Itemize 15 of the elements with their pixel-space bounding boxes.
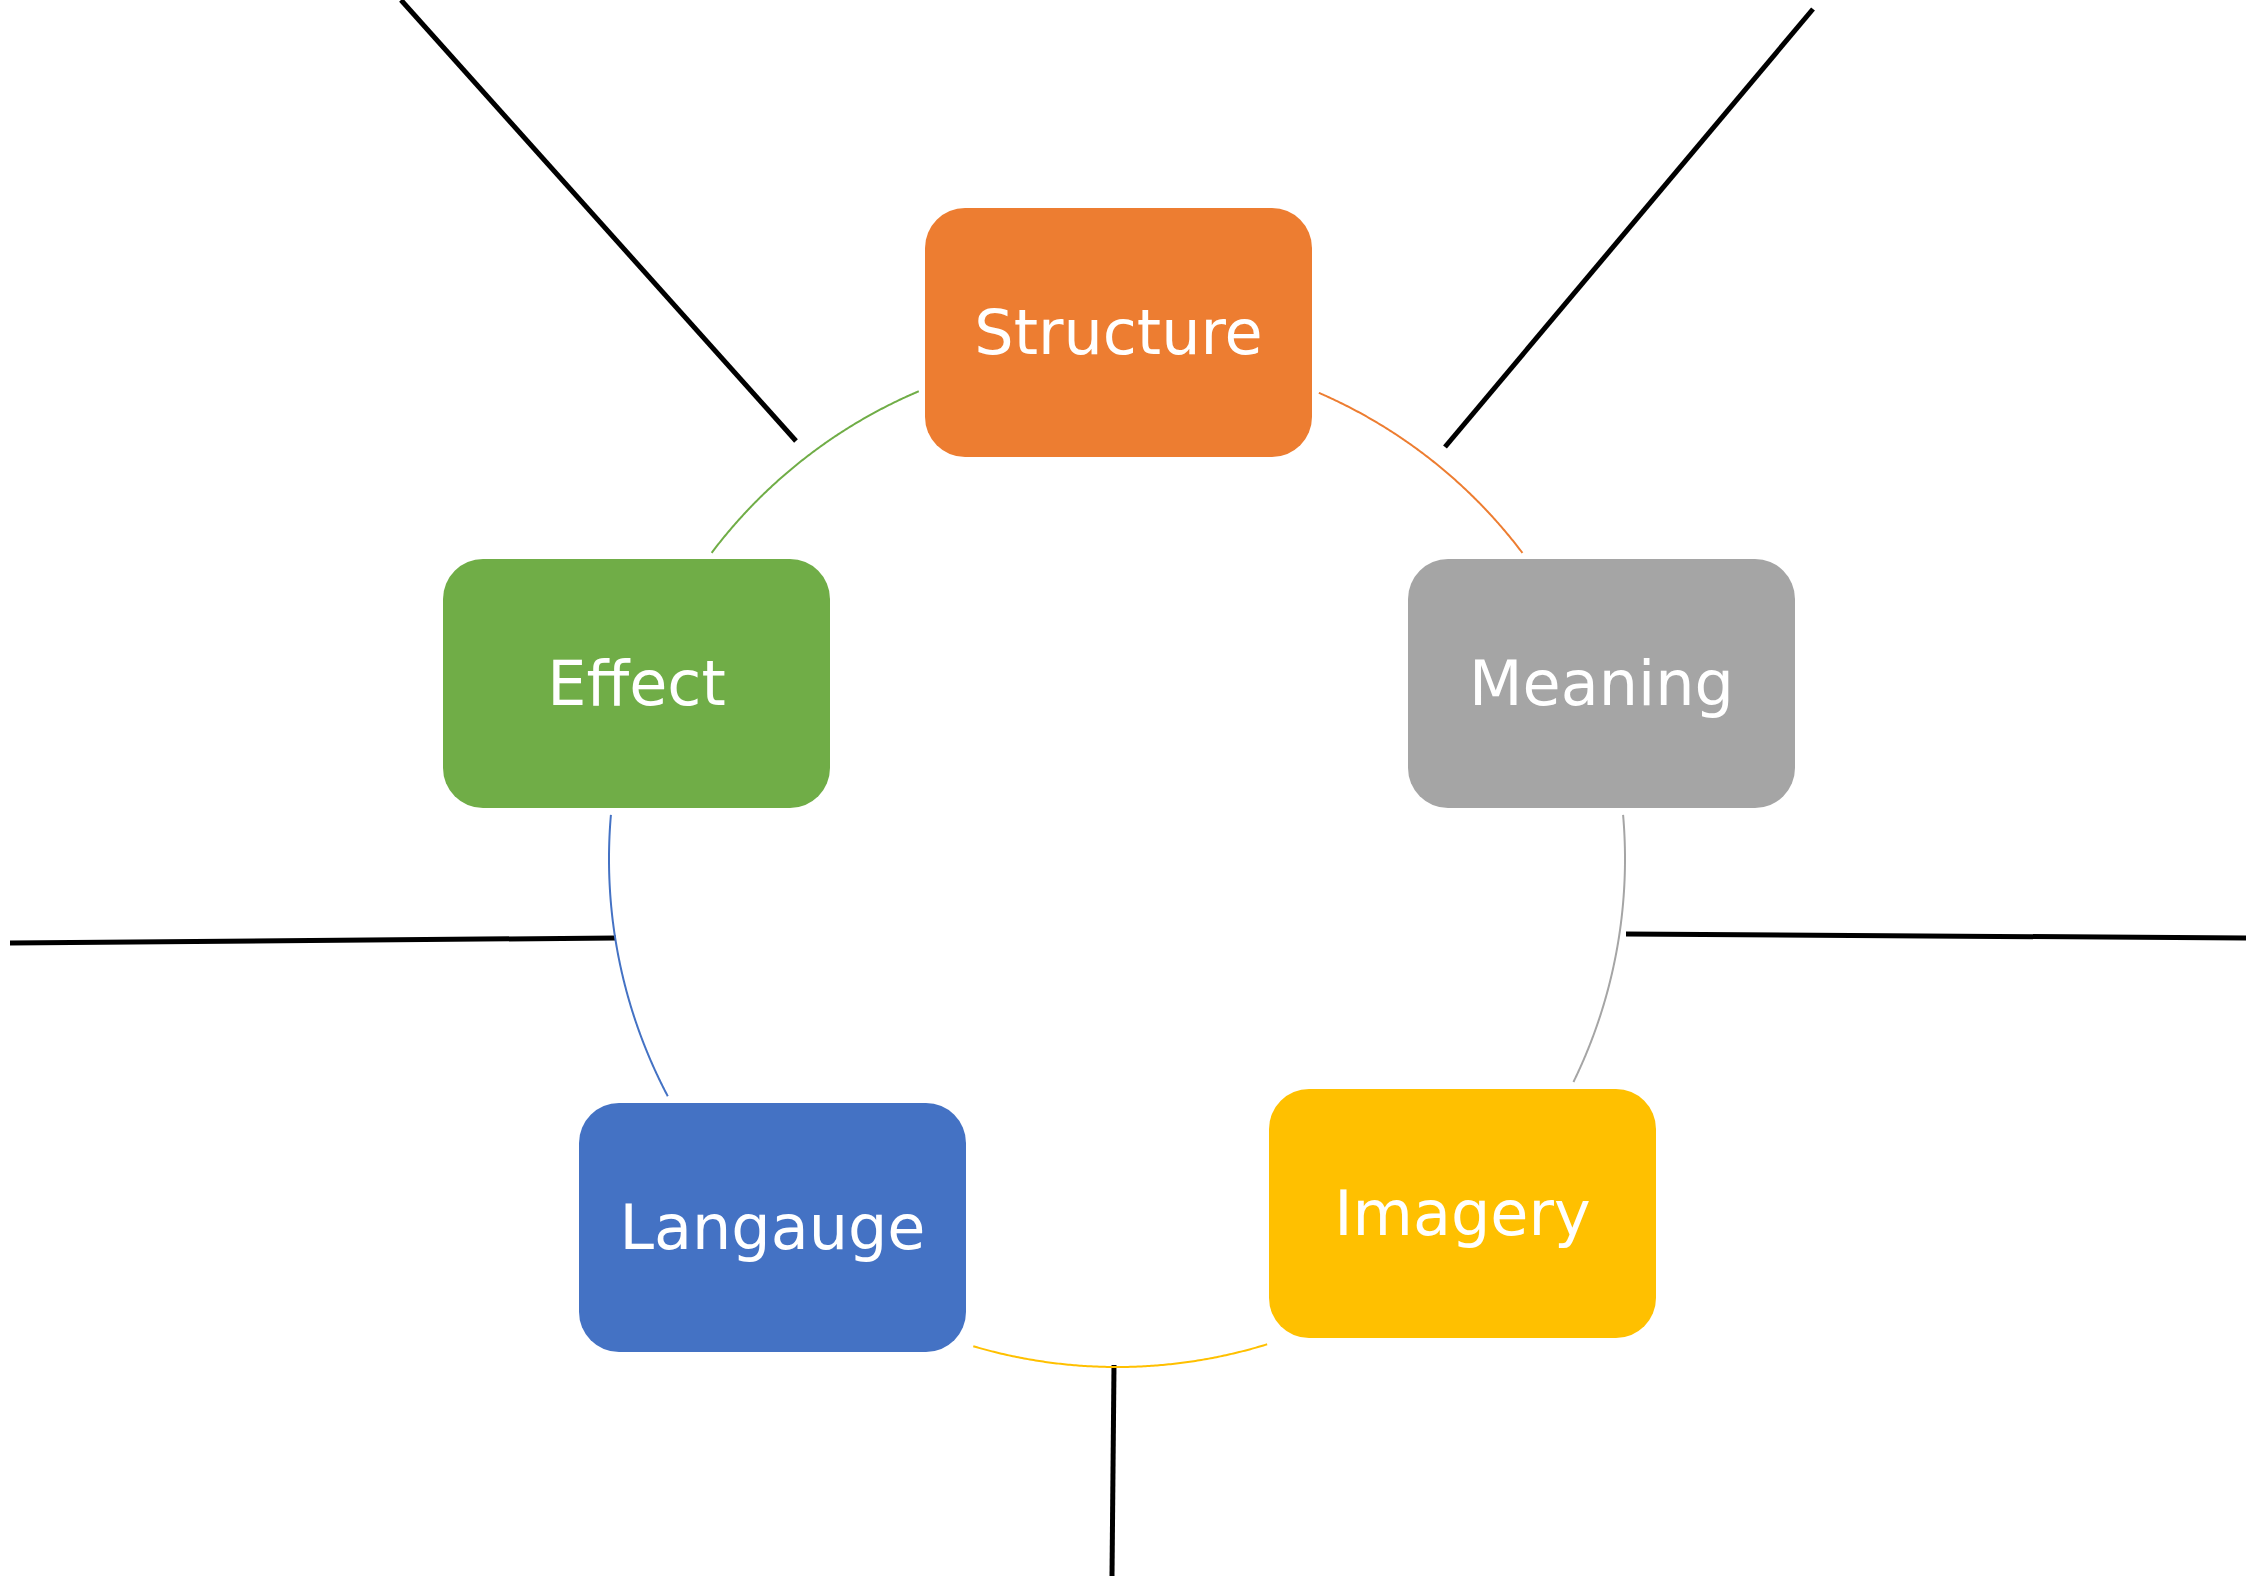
topic-box [579, 1103, 966, 1352]
connector-arc [710, 390, 920, 554]
box-label: Effect [547, 647, 726, 720]
topic-box [925, 208, 1312, 457]
box-label: Imagery [1334, 1177, 1591, 1250]
box-label: Structure [974, 296, 1263, 369]
topic-box [1408, 559, 1795, 808]
box-label: Meaning [1469, 647, 1734, 720]
box-label: Langauge [619, 1191, 926, 1264]
topic-box [1269, 1089, 1656, 1338]
connector-arc [608, 813, 669, 1098]
connector-arc [1572, 813, 1626, 1084]
topic-box [443, 559, 830, 808]
connector-arc [1317, 391, 1524, 554]
connector-arc [972, 1343, 1269, 1368]
